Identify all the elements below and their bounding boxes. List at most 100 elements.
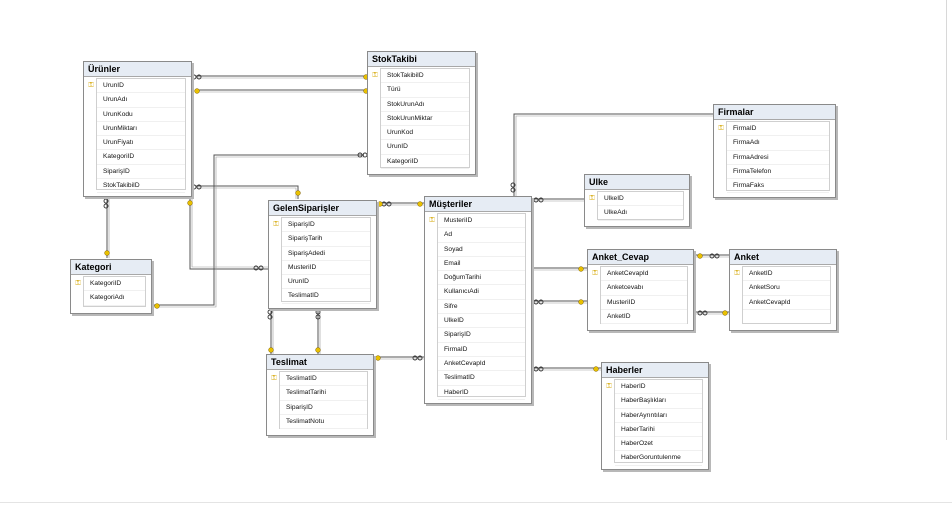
column-row[interactable]: AnketCevapId [438,357,525,372]
column-row[interactable]: HaberBaşlıkları [615,394,702,409]
column-row[interactable]: ⚿HaberID [606,380,702,395]
column-row[interactable]: KullanıcıAdi [438,285,525,300]
column-row[interactable]: ⚿FirmaID [718,122,829,137]
column-row[interactable]: UlkeID [438,314,525,329]
column-row[interactable]: AnketID [601,310,687,325]
infinity-icon [253,265,264,271]
column-row[interactable]: ⚿MusteriID [429,214,525,229]
table-title[interactable]: Kategori [71,260,151,275]
key-icon [593,366,599,372]
column-row[interactable]: MusteriID [601,296,687,310]
column-row[interactable]: KategoriID [381,155,469,170]
column-row[interactable]: StokTakibiID [97,179,185,194]
table-title[interactable]: StokTakibi [368,52,475,67]
column-label: SiparişTarih [288,235,323,243]
column-label: KategoriAdı [90,294,125,302]
column-label: SiparişID [444,331,471,339]
key-icon [268,347,274,353]
table-title[interactable]: Anket_Cevap [588,250,693,265]
column-row[interactable]: TeslimatID [282,289,370,304]
column-row[interactable]: TeslimatNotu [280,415,367,430]
table-title[interactable]: Haberler [602,363,708,378]
column-row[interactable]: AnketCevapId [743,296,830,310]
column-row[interactable]: StokUrunMiktar [381,112,469,127]
column-row[interactable]: ⚿KategoriID [75,277,145,292]
column-row[interactable]: DoğumTarihi [438,271,525,286]
column-label: Ad [444,231,453,239]
column-row[interactable]: HaberTarihi [615,423,702,438]
table-title[interactable]: Firmalar [714,105,835,120]
column-row[interactable]: FirmaTelefon [727,165,829,180]
column-row[interactable]: Türü [381,83,469,98]
table-title[interactable]: Ürünler [84,62,191,77]
column-label: UrunFiyatı [103,139,134,147]
key-icon: ⚿ [75,280,81,287]
column-row[interactable]: SiparişID [438,328,525,343]
column-label: UrunKodu [103,110,133,118]
column-row[interactable]: FirmaID [438,343,525,357]
column-row[interactable]: ⚿SiparişID [273,218,370,233]
column-row[interactable]: Soyad [438,243,525,257]
column-row[interactable]: HaberOzet [615,437,702,452]
column-label: TeslimatID [444,374,475,382]
column-row[interactable]: HaberGoruntulenme [615,451,702,466]
column-row[interactable]: UrunFiyatı [97,136,185,151]
column-row[interactable]: SiparişAdedi [282,247,370,261]
column-row[interactable]: FirmaAdresi [727,151,829,165]
column-row[interactable]: StokUrunAdı [381,98,469,112]
column-row[interactable]: ⚿TeslimatID [271,372,367,387]
key-icon [578,299,584,305]
column-row[interactable]: ⚿AnketCevapId [592,267,687,282]
column-row[interactable]: Email [438,257,525,272]
column-row[interactable]: UrunMiktarı [97,122,185,137]
column-row[interactable]: ⚿AnketID [734,267,830,282]
column-row[interactable]: ⚿UrunID [88,79,185,94]
column-row[interactable]: HaberID [438,386,525,400]
column-row[interactable]: TeslimatTarihi [280,386,367,401]
column-row[interactable]: KategoriID [97,150,185,165]
column-row[interactable]: SiparişID [280,401,367,415]
table-kategori[interactable]: Kategori ⚿KategoriID KategoriAdı [70,259,152,314]
table-title[interactable]: Müşteriler [425,197,531,212]
column-row[interactable]: UrunID [282,275,370,290]
column-row[interactable]: ⚿UlkeID [589,192,683,207]
column-row[interactable]: AnketSoru [743,281,830,296]
column-row[interactable]: UrunID [381,140,469,155]
column-row[interactable]: ⚿StokTakibiID [372,69,469,84]
column-row[interactable]: FirmaAdı [727,136,829,151]
column-row[interactable]: FirmaFaks [727,179,829,194]
table-title[interactable]: Ulke [585,175,689,190]
column-row[interactable]: TeslimatID [438,371,525,386]
column-row[interactable]: Anketcevabı [601,281,687,296]
column-row[interactable]: MusteriID [282,261,370,276]
column-row[interactable]: HaberAyrıntıları [615,409,702,423]
column-row[interactable]: Sifre [438,300,525,315]
column-row[interactable]: SiparişTarih [282,232,370,247]
key-icon [697,253,703,259]
column-row[interactable]: UrunKodu [97,108,185,122]
column-row[interactable]: KategoriAdı [84,291,145,306]
table-title[interactable]: Teslimat [267,355,373,370]
column-row[interactable]: Ad [438,228,525,243]
table-title[interactable]: GelenSiparişler [269,201,376,216]
column-row[interactable]: UlkeAdı [598,206,683,221]
column-row[interactable]: UrunAdı [97,93,185,108]
column-row[interactable]: SiparişID [97,165,185,180]
column-row[interactable]: UrunKod [381,126,469,141]
column-label: AnketID [749,270,773,277]
table-title[interactable]: Anket [730,250,836,265]
